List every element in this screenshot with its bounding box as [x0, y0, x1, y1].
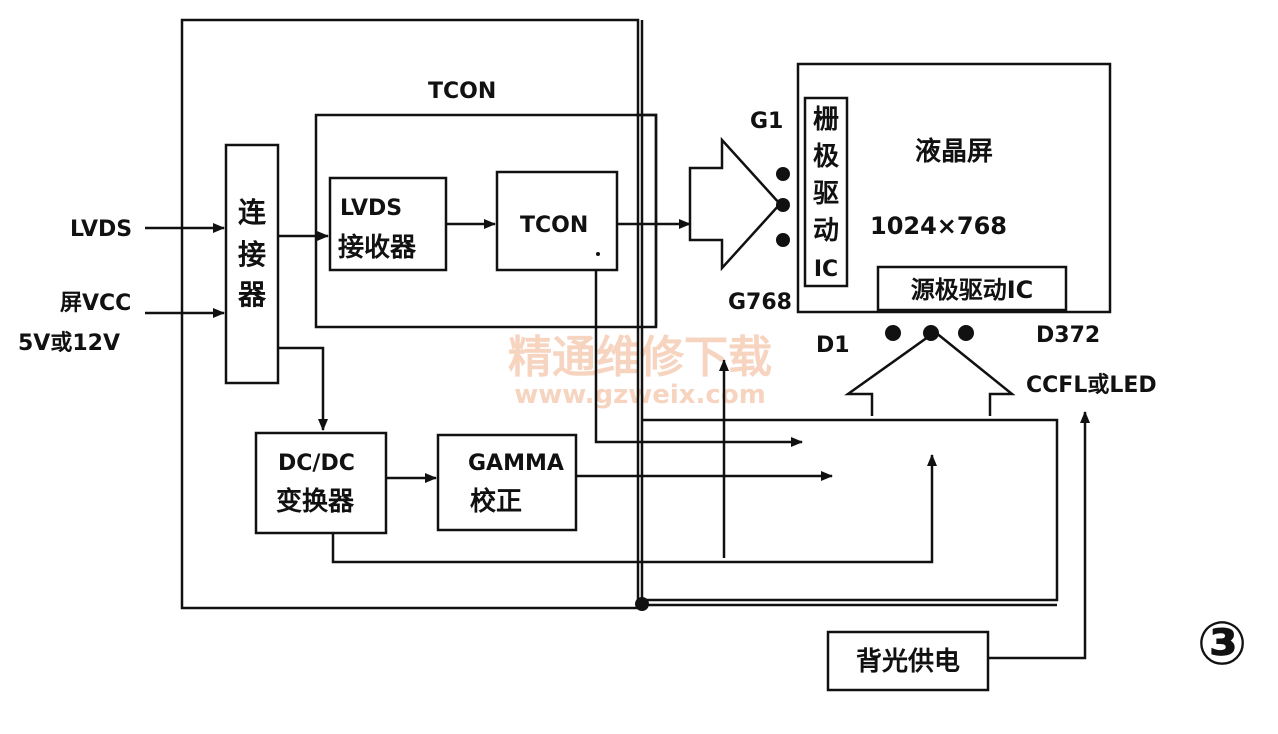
- backlight-tray: [642, 418, 1059, 602]
- dcdc-to-backlight-arrow: [331, 454, 937, 564]
- tcon-mark: [596, 252, 600, 256]
- gamma-label-cn: 校正: [470, 486, 522, 517]
- connector-char: 连: [238, 196, 267, 229]
- backlight-power-block: [826, 630, 990, 692]
- source-driver-label: 源极驱动IC: [911, 276, 1034, 304]
- watermark: 精通维修下载 www.gzweix.com: [508, 332, 772, 410]
- gate-last-label: G768: [728, 290, 792, 315]
- tcon-output-arrow: [594, 270, 803, 447]
- backlight-source-arrow: [844, 330, 1016, 416]
- gate-driver-ic: [803, 96, 849, 288]
- gate-bus-arrow: [688, 136, 782, 272]
- source-dot: [885, 325, 901, 341]
- connector-char: 器: [237, 278, 267, 311]
- vcc-voltage-label: 5V或12V: [18, 330, 120, 356]
- gamma-block: [436, 433, 578, 532]
- panel-title: 液晶屏: [915, 137, 993, 167]
- gate-driver-char: 栅: [813, 104, 839, 135]
- watermark-title: 精通维修下载: [508, 332, 772, 383]
- lvds-input-label: LVDS: [70, 217, 132, 242]
- gate-driver-char: 动: [813, 216, 839, 246]
- source-driver-ic: [876, 265, 1068, 312]
- source-dot: [958, 325, 974, 341]
- backlight-power-label: 背光供电: [856, 647, 960, 677]
- gate-dot: [776, 233, 790, 247]
- vcc-label: 屏VCC: [60, 291, 131, 316]
- source-first-label: D1: [816, 333, 850, 358]
- connector-to-dcdc-arrow: [278, 346, 328, 431]
- connector-char: 接: [238, 238, 266, 271]
- backlight-power-arrow: [988, 411, 1090, 660]
- tcon-title: TCON: [428, 79, 496, 104]
- tcon-block-label: TCON: [520, 213, 588, 238]
- gate-dot: [776, 198, 790, 212]
- tcon-region: [314, 113, 658, 329]
- gamma-label: GAMMA: [468, 451, 564, 476]
- panel-resolution: 1024×768: [870, 212, 1007, 240]
- dcdc-label: DC/DC: [278, 451, 355, 476]
- lvds-rx-label: LVDS: [340, 196, 402, 221]
- dcdc-label-cn: 变换器: [276, 486, 355, 517]
- dcdc-block: [254, 431, 388, 535]
- gate-dot: [776, 167, 790, 181]
- lvds-rx-label-cn: 接收器: [338, 233, 417, 263]
- source-last-label: D372: [1036, 323, 1100, 348]
- gate-driver-char: IC: [814, 257, 838, 282]
- watermark-url: www.gzweix.com: [514, 380, 766, 410]
- figure-number: ③: [1197, 609, 1248, 679]
- junction-dot: [635, 597, 649, 611]
- gate-first-label: G1: [750, 109, 783, 134]
- backlight-lamp-label: CCFL或LED: [1026, 372, 1157, 398]
- source-dot: [923, 325, 939, 341]
- gate-driver-char: 极: [813, 142, 840, 172]
- lcd-panel: [796, 62, 1112, 314]
- gate-driver-char: 驱: [813, 179, 839, 209]
- tcon-block: [495, 170, 619, 272]
- connector-block: [224, 143, 280, 385]
- mainboard-frame: [180, 18, 640, 610]
